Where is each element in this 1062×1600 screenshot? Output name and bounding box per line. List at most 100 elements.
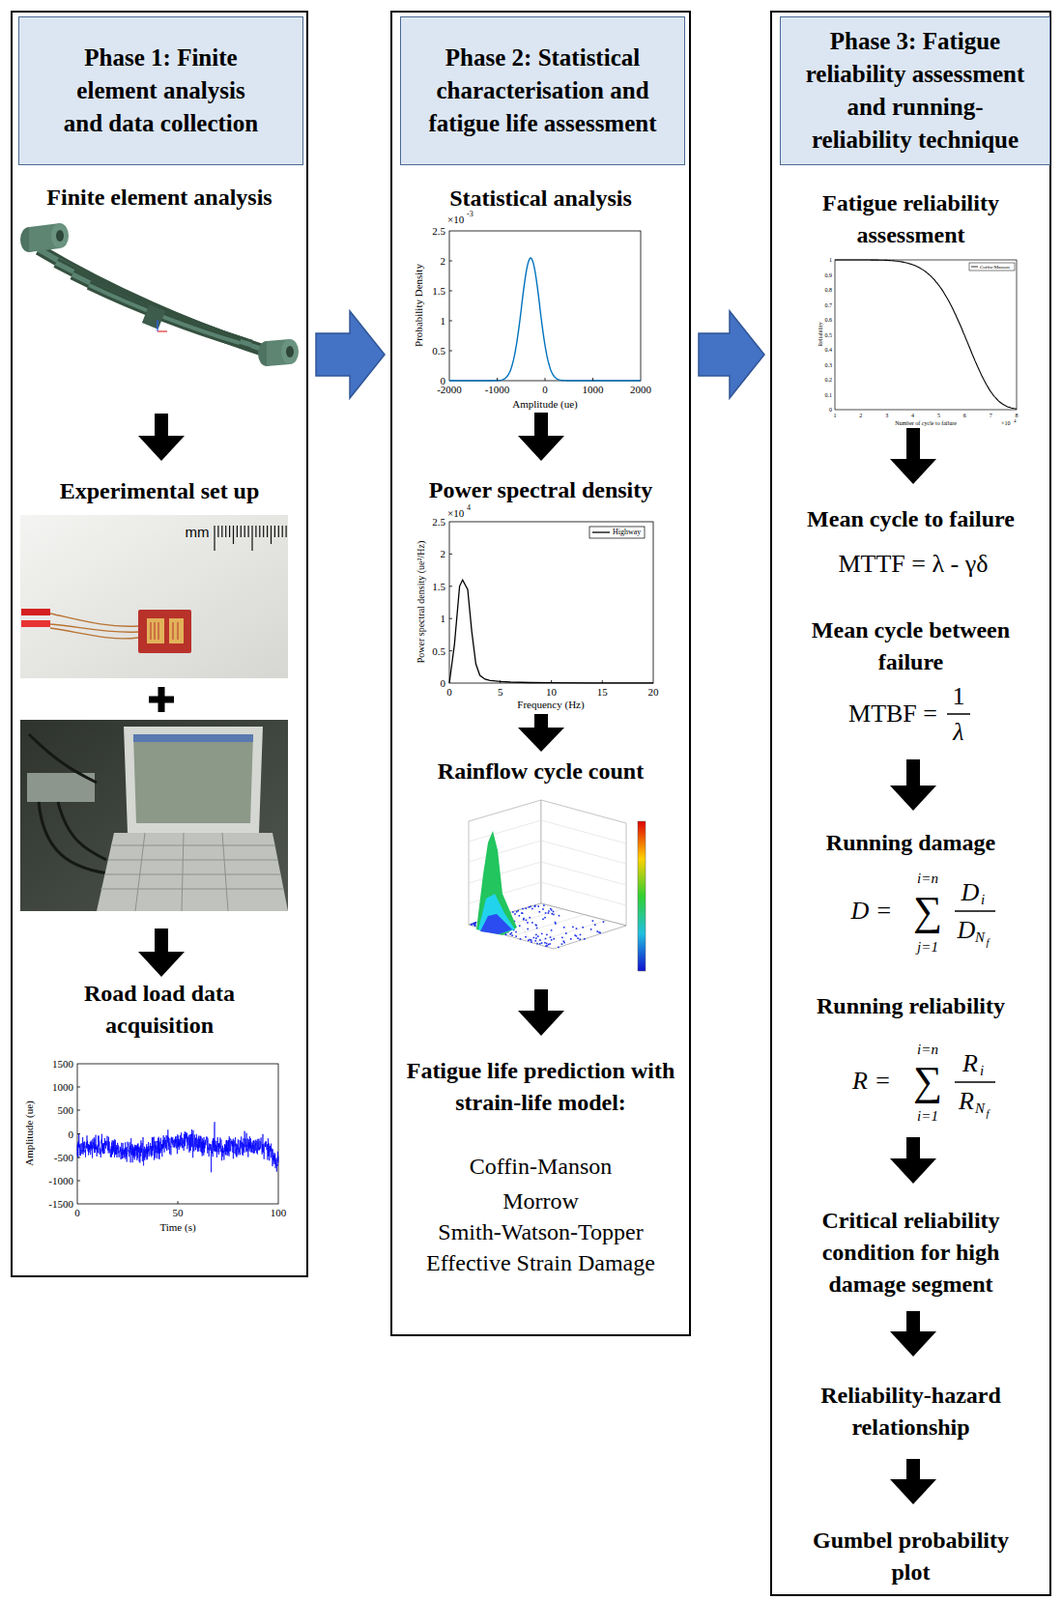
rainflow-plot [516, 910, 519, 913]
rainflow-plot [545, 934, 548, 937]
rainflow-plot [599, 932, 602, 935]
rainflow-plot [468, 800, 646, 972]
formula: D [957, 918, 976, 944]
time-history-plot [77, 1121, 279, 1173]
flow-down-arrow [138, 412, 937, 1505]
formula-limit: i=n [917, 1042, 939, 1058]
rainflow-plot [541, 942, 544, 945]
leaf-spring-model [56, 262, 261, 349]
fraction-bar [954, 910, 996, 913]
pdf-plot [449, 230, 641, 381]
leaf-spring-model [286, 345, 294, 358]
data-logger-photo [100, 832, 285, 912]
axis-tick: 1 [440, 613, 447, 625]
formula-subscript: i [980, 892, 985, 908]
axis-tick: 0.4 [825, 346, 833, 353]
axis-exponent: ×10 [447, 508, 464, 519]
axis-tick: 3 [885, 412, 889, 419]
flow-down-arrow [534, 989, 548, 1011]
rainflow-plot [536, 943, 539, 946]
step-title: Gumbel probability plot [800, 1524, 1023, 1589]
rainflow-plot [524, 936, 527, 939]
rainflow-plot [534, 905, 537, 908]
flow-down-arrow [889, 1331, 937, 1357]
model-name: Coffin-Manson [396, 1151, 687, 1181]
rainflow-plot [528, 906, 531, 909]
flow-down-arrow [517, 1010, 565, 1036]
phase-panel: Fatigue reliability assessmentMean cycle… [770, 10, 1052, 1597]
step-title: Road load data acquisition [53, 977, 266, 1042]
rainflow-plot [547, 910, 550, 913]
rainflow-plot [547, 944, 550, 947]
step-title: Fatigue reliability assessment [795, 187, 1028, 252]
axis-tick: 2.5 [431, 516, 446, 528]
leaf-spring-model [38, 249, 273, 354]
flow-down-arrow [906, 1137, 920, 1159]
phase-heading: Phase 3: Fatigue reliability assessment … [802, 25, 1030, 157]
axis-title: Probability Density [413, 263, 425, 347]
rainflow-plot [581, 926, 584, 929]
data-logger-photo [133, 734, 254, 743]
axis-tick: 15 [597, 687, 608, 698]
rainflow-plot [505, 934, 508, 937]
pdf-plot [449, 230, 641, 381]
rainflow-plot [550, 929, 553, 932]
rainflow-plot [535, 937, 538, 940]
flow-down-arrow [138, 951, 185, 977]
axis-tick: 1 [829, 257, 833, 263]
psd-plot [589, 526, 645, 539]
leaf-spring-model [72, 274, 252, 345]
axis-tick: 0.5 [825, 332, 833, 339]
rainflow-plot [552, 938, 555, 941]
plus-sign [148, 687, 174, 713]
rainflow-plot [550, 909, 553, 912]
axis-tick: -500 [54, 1151, 74, 1163]
step-title: Fatigue life prediction with strain-life… [401, 1055, 682, 1120]
fraction-bar [954, 1081, 996, 1084]
phase-header: Phase 2: Statistical characterisation an… [400, 16, 686, 166]
rainflow-plot [558, 915, 561, 918]
rainflow-plot [531, 921, 534, 924]
axis-tick: 1 [833, 412, 837, 419]
strain-gauge-photo [20, 515, 288, 679]
reliability-plot [834, 259, 1017, 410]
rainflow-plot [521, 908, 524, 911]
data-logger-photo [28, 734, 116, 875]
axis-title: Amplitude (ue) [512, 399, 578, 410]
formula: MTBF = [848, 701, 938, 727]
rainflow-plot [570, 938, 573, 941]
rainflow-plot [537, 935, 540, 938]
psd-plot [449, 553, 603, 684]
phase-heading: Phase 2: Statistical characterisation an… [419, 41, 666, 141]
psd-plot [449, 521, 654, 684]
axis-tick: -1500 [48, 1199, 74, 1210]
data-logger-photo [133, 734, 254, 824]
formula: R = [852, 1068, 891, 1094]
rainflow-plot [525, 908, 528, 911]
reliability-plot [834, 259, 1017, 409]
rainflow-plot [551, 913, 554, 916]
flow-down-arrow [906, 428, 920, 460]
formula-limit: i=n [917, 871, 939, 887]
axis-title: Power spectral density (ue²/Hz) [416, 541, 427, 664]
axis-title: Frequency (Hz) [516, 699, 584, 711]
rainflow-plot [552, 914, 555, 917]
phase-header: Phase 3: Fatigue reliability assessment … [779, 16, 1051, 166]
formula-subscript: f [985, 937, 989, 948]
axis-tick: 500 [57, 1105, 75, 1117]
axis-exponent: -3 [466, 210, 474, 219]
flow-down-arrow [889, 1479, 937, 1505]
fraction-bar [947, 714, 996, 1083]
rainflow-plot [572, 926, 575, 929]
formula-limit: i=1 [917, 1109, 939, 1124]
axis-tick: 0 [74, 1207, 81, 1219]
axis-tick: 10 [545, 687, 557, 698]
flow-down-arrow [138, 435, 185, 461]
rainflow-plot [545, 945, 547, 948]
rainflow-plot [511, 932, 514, 935]
step-title: Finite element analysis [14, 181, 305, 214]
axis-tick: -1000 [48, 1175, 74, 1186]
axis-tick: 0 [542, 384, 548, 396]
leaf-spring-model [38, 249, 273, 354]
